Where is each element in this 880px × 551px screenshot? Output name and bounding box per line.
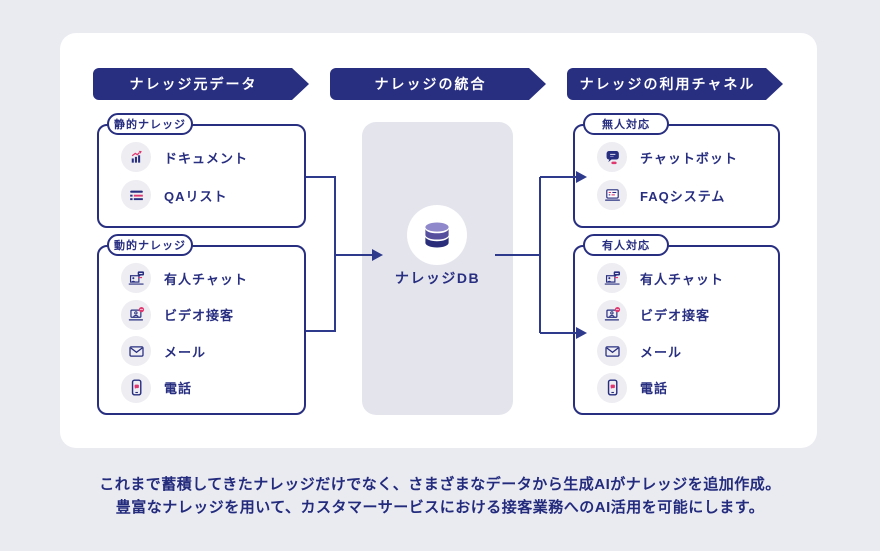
- video-service-icon: [597, 299, 627, 330]
- header-knowledge-usage-channels: ナレッジの利用チャネル: [567, 68, 783, 100]
- faq-system-icon: [597, 180, 627, 210]
- header-knowledge-integration: ナレッジの統合: [330, 68, 546, 100]
- item-label: ドキュメント: [164, 150, 249, 166]
- mail-icon: [121, 336, 151, 366]
- list-item-video-service: ビデオ接客: [597, 299, 778, 330]
- manned-support-tag: 有人対応: [583, 234, 669, 256]
- list-item-mail: メール: [597, 336, 778, 366]
- list-item-faq-system: FAQシステム: [597, 180, 778, 210]
- item-label: FAQシステム: [640, 188, 726, 204]
- list-item-phone: 電話: [121, 372, 304, 403]
- list-item-mail: メール: [121, 336, 304, 366]
- manned-chat-icon: [121, 263, 151, 293]
- header-knowledge-source-data: ナレッジ元データ: [93, 68, 309, 100]
- diagram-caption: これまで蓄積してきたナレッジだけでなく、さまざまなデータから生成AIがナレッジを…: [0, 473, 880, 519]
- database-icon: [425, 222, 449, 248]
- list-item-manned-chat: 有人チャット: [597, 263, 778, 293]
- dynamic-knowledge-box: 動的ナレッジ 有人チャット: [97, 234, 306, 415]
- item-label: 有人チャット: [164, 271, 248, 287]
- header-label: ナレッジ元データ: [129, 76, 258, 92]
- manned-chat-icon: [597, 263, 627, 293]
- phone-icon: [121, 372, 151, 403]
- document-chart-icon: [121, 142, 151, 172]
- dynamic-knowledge-tag: 動的ナレッジ: [107, 234, 193, 256]
- item-label: 電話: [164, 381, 193, 396]
- header-label: ナレッジの統合: [374, 76, 487, 92]
- item-label: チャットボット: [640, 150, 738, 166]
- list-item-document: ドキュメント: [121, 142, 304, 172]
- list-item-qa-list: QAリスト: [121, 180, 304, 210]
- chatbot-icon: [597, 142, 627, 172]
- list-item-manned-chat: 有人チャット: [121, 263, 304, 293]
- list-item-video-service: ビデオ接客: [121, 299, 304, 330]
- static-knowledge-box: 静的ナレッジ ドキュメント: [97, 113, 306, 228]
- caption-line-1: これまで蓄積してきたナレッジだけでなく、さまざまなデータから生成AIがナレッジを…: [99, 476, 781, 493]
- static-knowledge-tag: 静的ナレッジ: [107, 113, 193, 135]
- item-label: QAリスト: [164, 188, 228, 204]
- list-item-chatbot: チャットボット: [597, 142, 778, 172]
- unmanned-support-tag: 無人対応: [583, 113, 669, 135]
- mail-icon: [597, 336, 627, 366]
- knowledge-db-panel: ナレッジDB: [362, 122, 513, 415]
- item-label: 有人チャット: [640, 271, 724, 287]
- item-label: 電話: [640, 381, 669, 396]
- caption-line-2: 豊富なナレッジを用いて、カスタマーサービスにおける接客業務へのAI活用を可能にし…: [115, 499, 765, 516]
- database-icon-circle: [407, 205, 467, 265]
- qa-list-icon: [121, 180, 151, 210]
- item-label: ビデオ接客: [164, 308, 235, 323]
- video-service-icon: [121, 299, 151, 330]
- knowledge-db-label: ナレッジDB: [394, 270, 481, 286]
- item-label: ビデオ接客: [640, 308, 711, 323]
- list-item-phone: 電話: [597, 372, 778, 403]
- manned-support-box: 有人対応 有人チャット: [573, 234, 780, 415]
- item-label: メール: [164, 344, 207, 360]
- header-label: ナレッジの利用チャネル: [579, 76, 756, 92]
- unmanned-support-box: 無人対応 チャットボット: [573, 113, 780, 228]
- item-label: メール: [640, 344, 683, 360]
- phone-icon: [597, 372, 627, 403]
